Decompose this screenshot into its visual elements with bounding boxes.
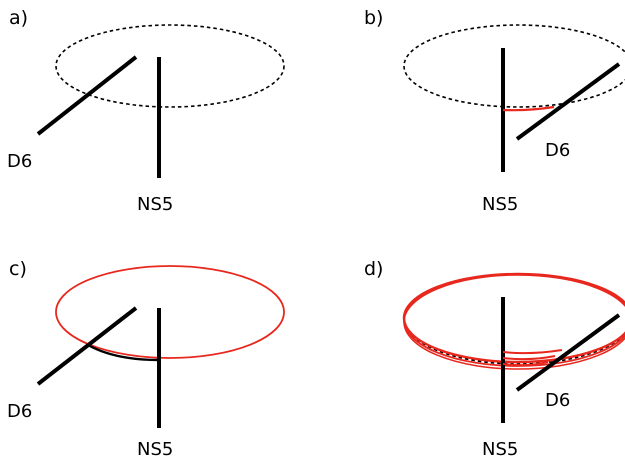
panel-c-red-circle <box>55 265 285 359</box>
panel-c <box>36 265 285 428</box>
panel-a-d6-brane <box>36 55 138 136</box>
panel-d-label: d) <box>364 258 384 280</box>
panel-b-label: b) <box>364 7 384 29</box>
panel-b <box>403 24 625 172</box>
panel-d <box>402 272 625 423</box>
panel-a-ns5-label: NS5 <box>137 194 174 215</box>
panel-c-d6-label: D6 <box>7 401 33 422</box>
panel-b-ns5-label: NS5 <box>482 194 519 215</box>
panel-c-black-string <box>87 343 160 362</box>
panel-b-d6-label: D6 <box>545 140 571 161</box>
panel-d-d6-brane <box>515 313 621 392</box>
panel-d-d6-label: D6 <box>545 390 571 411</box>
panel-d-red-wound-string-1 <box>502 349 563 355</box>
panel-a-label: a) <box>9 7 29 29</box>
panel-c-d6-brane <box>36 306 138 386</box>
panel-d-ns5-label: NS5 <box>482 439 519 460</box>
panel-a-d6-label: D6 <box>7 151 33 172</box>
panel-d-red-wound-string-2 <box>502 355 556 361</box>
panel-a <box>36 24 285 178</box>
panel-b-d6-brane <box>515 62 621 141</box>
panel-b-red-string <box>502 105 555 112</box>
panel-c-label: c) <box>9 258 27 280</box>
panel-c-ns5-label: NS5 <box>137 439 174 460</box>
panel-d-red-wound-string-3 <box>502 361 549 367</box>
panel-b-dashed-circle <box>403 24 625 108</box>
panel-a-dashed-circle <box>55 24 285 108</box>
panel-d-red-loop-3 <box>403 274 625 370</box>
